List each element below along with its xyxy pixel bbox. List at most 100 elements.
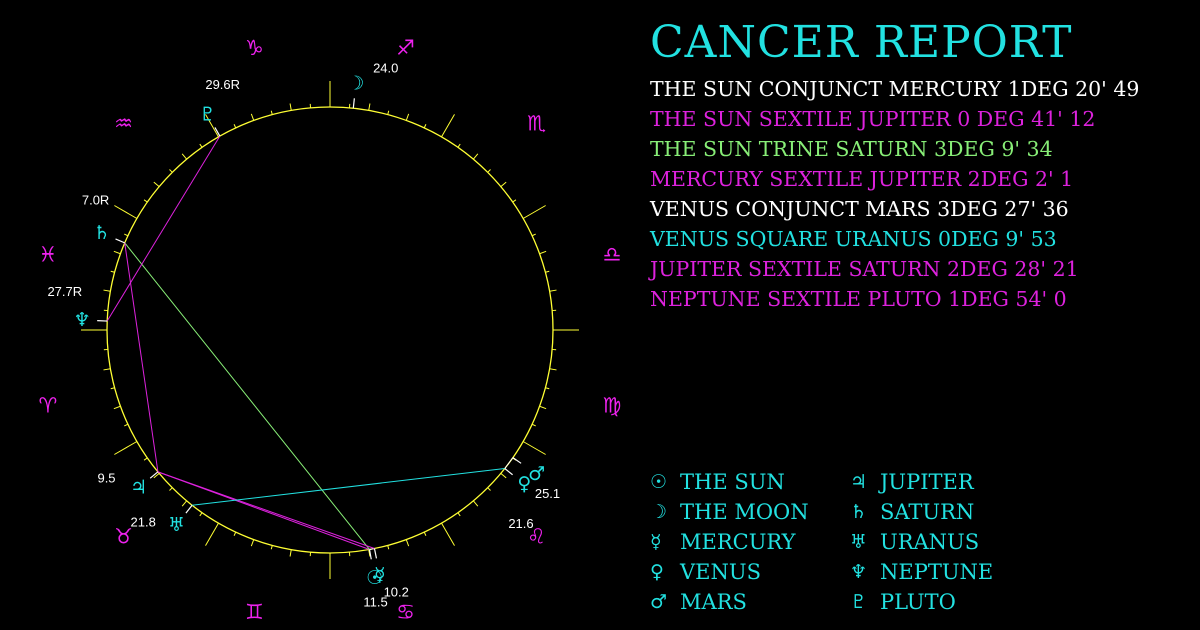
degree-tick [457, 143, 461, 148]
jupiter-marker [149, 471, 159, 479]
legend-item-jupiter: ♃ JUPITER [850, 467, 1050, 497]
degree-tick [114, 441, 138, 455]
legend-item-mars: ♂ MARS [650, 587, 850, 617]
libra-sign-icon: ♎ [603, 242, 622, 266]
saturn-degree-label: 7.0R [82, 193, 109, 208]
gemini-sign-icon: ♊ [245, 600, 264, 624]
legend-item-pluto: ♇ PLUTO [850, 587, 1050, 617]
degree-tick [522, 441, 546, 455]
venus-icon: ♀ [650, 561, 664, 583]
degree-tick [169, 169, 173, 173]
degree-tick [457, 512, 461, 517]
neptune-icon: ♆ [74, 309, 91, 331]
degree-tick [153, 181, 160, 188]
moon-icon: ☽ [650, 501, 668, 523]
degree-tick [124, 233, 129, 237]
aspect-lines [106, 135, 514, 550]
degree-tick [549, 368, 557, 371]
pisces-sign-icon: ♓ [39, 242, 58, 266]
pluto-icon: ♇ [199, 103, 216, 125]
jupiter-icon: ♃ [850, 471, 868, 493]
degree-tick [143, 199, 148, 203]
aspect-list: THE SUN CONJUNCT MERCURY 1DEG 20' 49 THE… [650, 74, 1195, 314]
legend-item-neptune: ♆ NEPTUNE [850, 557, 1050, 587]
planet-glyphs: ☉10.2☽24.0☿11.5♀21.6♂25.1♃9.5♄7.0R♅21.8♆… [47, 60, 560, 609]
legend-item-uranus: ♅ URANUS [850, 527, 1050, 557]
degree-tick [113, 405, 121, 410]
report-title: CANCER REPORT [650, 17, 1073, 68]
degree-tick [143, 457, 148, 461]
saturn-marker [115, 238, 125, 244]
pluto-degree-label: 29.6R [205, 77, 240, 92]
aquarius-sign-icon: ♒ [114, 112, 133, 136]
aspect-sun-trine-saturn: THE SUN TRINE SATURN 3DEG 9' 34 [650, 137, 1053, 161]
mercury-icon: ☿ [650, 531, 662, 553]
degree-tick [103, 289, 111, 292]
report-panel: CANCER REPORT THE SUN CONJUNCT MERCURY 1… [650, 18, 1195, 314]
degree-tick [199, 512, 203, 517]
legend-item-sun: ☉ THE SUN [650, 467, 850, 497]
venus-icon: ♀ [517, 473, 531, 495]
uranus-marker [185, 504, 193, 514]
legend-label: PLUTO [880, 590, 956, 614]
mars-degree-label: 25.1 [535, 486, 560, 501]
degree-tick [423, 124, 427, 129]
aspect-line-venus-mars [504, 457, 514, 469]
degree-tick [181, 500, 188, 507]
legend-item-mercury: ☿ MERCURY [650, 527, 850, 557]
degree-tick [545, 387, 550, 390]
pluto-icon: ♇ [850, 591, 868, 613]
degree-tick [114, 205, 138, 219]
aspect-line-mercury-jupiter [157, 471, 375, 549]
mercury-marker [373, 548, 378, 559]
neptune-degree-label: 27.7R [47, 284, 82, 299]
degree-tick [405, 539, 410, 547]
aspect-sun-sextile-jupiter: THE SUN SEXTILE JUPITER 0 DEG 41' 12 [650, 107, 1096, 131]
leo-sign-icon: ♌ [527, 524, 546, 548]
legend-item-moon: ☽ THE MOON [650, 497, 850, 527]
degree-tick [531, 423, 536, 427]
legend-label: VENUS [680, 560, 761, 584]
degree-tick [289, 549, 292, 557]
neptune-icon: ♆ [850, 561, 868, 583]
scorpio-sign-icon: ♏ [527, 112, 546, 136]
aspect-neptune-sextile-pluto: NEPTUNE SEXTILE PLUTO 1DEG 54' 0 [650, 287, 1067, 311]
degree-tick [205, 114, 219, 138]
zodiac-circle [106, 106, 554, 554]
degree-tick [124, 423, 129, 427]
mars-icon: ♂ [528, 463, 545, 485]
legend-label: URANUS [880, 530, 980, 554]
aspect-line-neptune-pluto [106, 135, 221, 322]
aspect-venus-conjunct-mars: VENUS CONJUNCT MARS 3DEG 27' 36 [650, 197, 1069, 221]
degree-tick [441, 522, 455, 546]
virgo-sign-icon: ♍ [603, 394, 622, 418]
jupiter-icon: ♃ [130, 477, 147, 499]
aspect-sun-conjunct-mercury: THE SUN CONJUNCT MERCURY 1DEG 20' 49 [650, 77, 1140, 101]
legend-label: THE MOON [680, 500, 809, 524]
aspect-jupiter-sextile-saturn: JUPITER SEXTILE SATURN 2DEG 28' 21 [650, 257, 1079, 281]
degree-tick [539, 250, 547, 255]
legend-label: MERCURY [680, 530, 796, 554]
saturn-icon: ♄ [850, 501, 868, 523]
moon-degree-label: 24.0 [373, 60, 398, 75]
degree-tick [531, 233, 536, 237]
degree-tick [233, 531, 237, 536]
sun-degree-label: 10.2 [384, 584, 409, 599]
degree-tick [423, 531, 427, 536]
degree-tick [487, 169, 491, 173]
degree-tick [539, 405, 547, 410]
moon-icon: ☽ [347, 72, 364, 94]
legend-label: SATURN [880, 500, 975, 524]
sun-icon: ☉ [650, 471, 668, 493]
mars-marker [512, 457, 522, 464]
degree-tick [110, 387, 115, 390]
aspect-venus-square-uranus: VENUS SQUARE URANUS 0DEG 9' 53 [650, 227, 1057, 251]
venus-marker [504, 468, 513, 476]
capricorn-sign-icon: ♑ [245, 36, 264, 60]
degree-tick [113, 250, 121, 255]
taurus-sign-icon: ♉ [114, 524, 133, 548]
legend-label: MARS [680, 590, 747, 614]
degree-tick [270, 545, 273, 550]
degree-tick [233, 124, 237, 129]
aries-sign-icon: ♈ [39, 394, 58, 418]
